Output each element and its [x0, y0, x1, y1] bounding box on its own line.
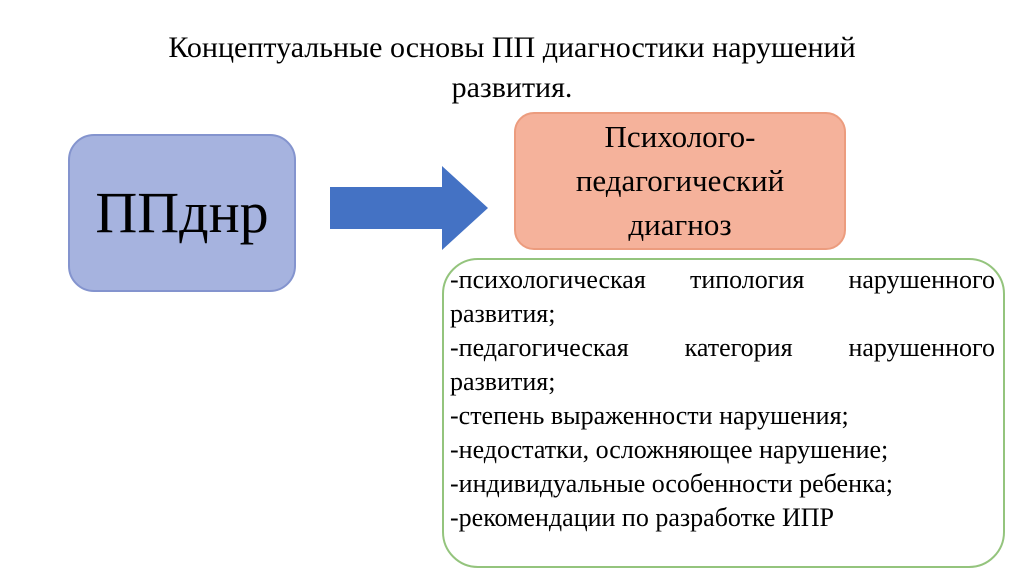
right-arrow-icon: [330, 166, 488, 250]
list-line: -недостатки, осложняющее нарушение;: [450, 435, 889, 464]
list-line: развития;: [450, 299, 556, 328]
diagnosis-box-line-2: педагогический: [575, 163, 785, 198]
ppdnr-box: ППднр: [68, 134, 296, 292]
slide-title-line-2: развития.: [451, 71, 573, 104]
slide-title: Концептуальные основы ПП диагностики нар…: [0, 28, 1024, 108]
ppdnr-box-label: ППднр: [95, 180, 269, 245]
diagnosis-box: Психолого- педагогический диагноз: [514, 112, 846, 250]
slide-title-line-1: Концептуальные основы ПП диагностики нар…: [168, 31, 856, 64]
diagnosis-box-line-1: Психолого-: [604, 119, 756, 154]
list-line: -индивидуальные особенности ребенка;: [450, 469, 894, 498]
list-line: -степень выраженности нарушения;: [450, 401, 849, 430]
diagnosis-components-box: -психологическая типология нарушенного р…: [442, 258, 1005, 568]
list-line: -психологическая типология нарушенного: [450, 265, 995, 294]
list-line: -педагогическая категория нарушенного: [450, 333, 995, 362]
list-line: развития;: [450, 367, 556, 396]
list-line: -рекомендации по разработке ИПР: [450, 503, 834, 532]
diagnosis-box-line-3: диагноз: [628, 207, 732, 242]
